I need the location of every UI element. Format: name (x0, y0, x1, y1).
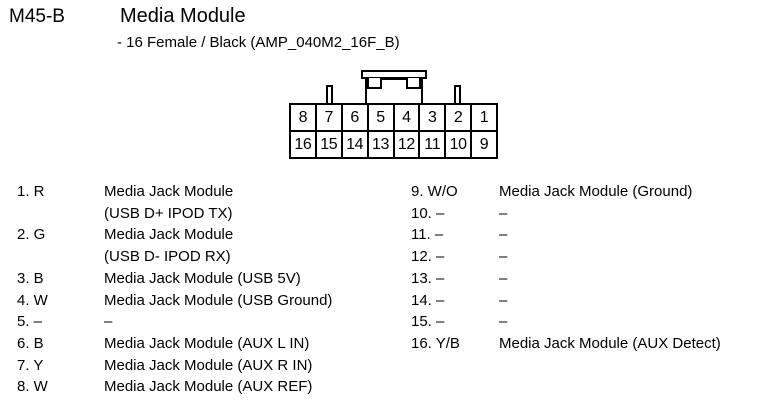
pin-number-label: 8. W (17, 378, 48, 396)
pin-number-label: 10. – (411, 204, 445, 222)
pin-description-label: – (499, 269, 508, 287)
pin-number-label: 16. Y/B (411, 334, 460, 352)
pin-description-label: Media Jack Module (USB 5V) (104, 269, 301, 287)
pin-description-label: – (499, 204, 508, 222)
pin-number-label: 13. – (411, 269, 445, 287)
pin-description-label: – (104, 313, 113, 331)
pin-number-label: 12. – (411, 248, 445, 266)
pin-number-label: 14. – (411, 291, 445, 309)
pin-description-label: Media Jack Module (104, 226, 234, 244)
pin-number-label: 1. R (17, 183, 45, 200)
pin-description-label: Media Jack Module (104, 183, 234, 200)
connector-pin-cell-15: 15 (317, 132, 343, 157)
latch-notch-right (406, 78, 421, 89)
pin-description-label: – (499, 313, 508, 331)
pin-description-label: Media Jack Module (USB Ground) (104, 291, 333, 309)
connector-pin-cell-13: 13 (369, 132, 395, 157)
connector-latch-icon (361, 70, 427, 104)
pin-description-label: Media Jack Module (AUX R IN) (104, 356, 313, 374)
connector-pin-cell-16: 16 (291, 132, 317, 157)
connector-pin-cell-8: 8 (291, 105, 317, 130)
pin-number-label: 2. G (17, 226, 46, 244)
pin-number-label: 11. – (411, 226, 444, 244)
connector-pin-cell-1: 1 (479, 108, 489, 126)
connector-pin-cell-14: 14 (343, 132, 369, 157)
pin-number-label: 9. W/O (411, 183, 458, 200)
pin-number-label: 4. W (17, 291, 48, 309)
pin-description-label: – (499, 291, 508, 309)
pin-description-label: – (499, 248, 508, 266)
connector-spec-subtitle: - 16 Female / Black (AMP_040M2_16F_B) (117, 34, 400, 51)
connector-pin-cell-11: 11 (420, 132, 447, 157)
pin-number-label: 6. B (17, 334, 44, 352)
connector-id-label: M45-B (9, 6, 65, 27)
pin-number-label: 5. – (17, 313, 43, 331)
connector-pin-cell-9: 9 (479, 135, 489, 153)
connector-pin-cell-10: 10 (446, 132, 473, 157)
connector-pin-cell-7: 7 (317, 105, 343, 130)
latch-notch-left (367, 78, 382, 89)
pin-description-label: Media Jack Module (AUX Detect) (499, 334, 721, 352)
connector-pin-cell-3: 3 (420, 105, 447, 130)
pin-description-label: Media Jack Module (AUX REF) (104, 378, 313, 396)
connector-pin-cell-4: 4 (395, 105, 421, 130)
page-title: Media Module (120, 5, 246, 27)
pin-description-label-line2: (USB D+ IPOD TX) (104, 204, 233, 222)
pin-description-label: – (499, 226, 508, 244)
pin-description-label-line2: (USB D- IPOD RX) (104, 248, 231, 266)
pin-number-label: 7. Y (17, 356, 44, 374)
connector-pin-cell-2: 2 (446, 105, 473, 130)
pin-number-label: 15. – (411, 313, 445, 331)
pin-number-label: 3. B (17, 269, 44, 287)
pin-description-label: Media Jack Module (AUX L IN) (104, 334, 310, 352)
pin-description-label: Media Jack Module (Ground) (499, 183, 693, 200)
connector-alignment-post-right-icon (454, 85, 461, 104)
connector-alignment-post-left-icon (326, 85, 333, 104)
connector-pin-cell-12: 12 (395, 132, 421, 157)
connector-pin-cell-5: 5 (369, 105, 395, 130)
connector-pin-cell-6: 6 (343, 105, 369, 130)
